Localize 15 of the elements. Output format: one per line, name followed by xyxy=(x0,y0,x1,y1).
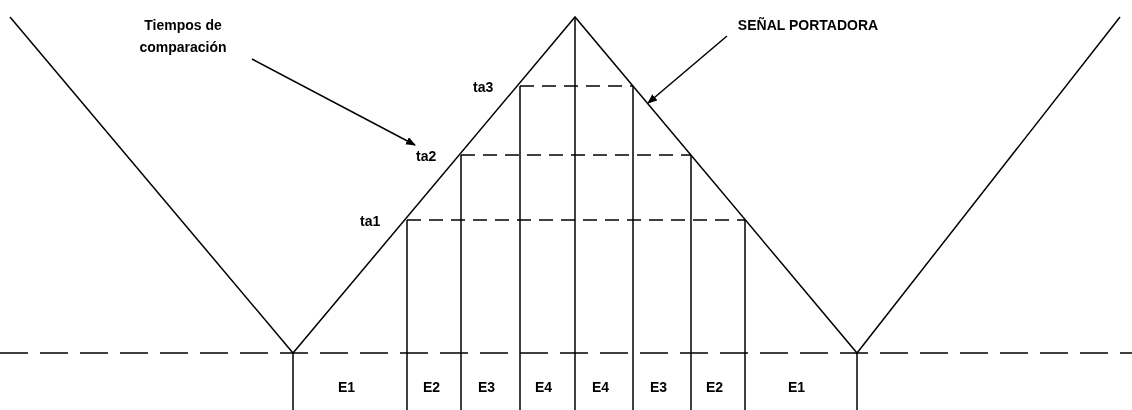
time-label: ta2 xyxy=(416,145,437,167)
time-label: ta3 xyxy=(473,78,494,97)
interval-label: E4 xyxy=(592,378,610,397)
interval-label: E2 xyxy=(423,378,441,397)
interval-label: E1 xyxy=(788,378,806,397)
interval-label: E4 xyxy=(535,378,553,397)
interval-label: E3 xyxy=(478,378,496,397)
interval-label: E2 xyxy=(706,378,724,397)
interval-label: E1 xyxy=(338,378,356,397)
callout-text: SEÑAL PORTADORA xyxy=(728,14,888,36)
time-label: ta1 xyxy=(360,212,381,231)
leader-arrow xyxy=(647,35,728,104)
callout-text: Tiempos de comparación xyxy=(113,14,253,58)
leader-arrow xyxy=(251,58,416,146)
interval-label: E3 xyxy=(650,378,668,397)
